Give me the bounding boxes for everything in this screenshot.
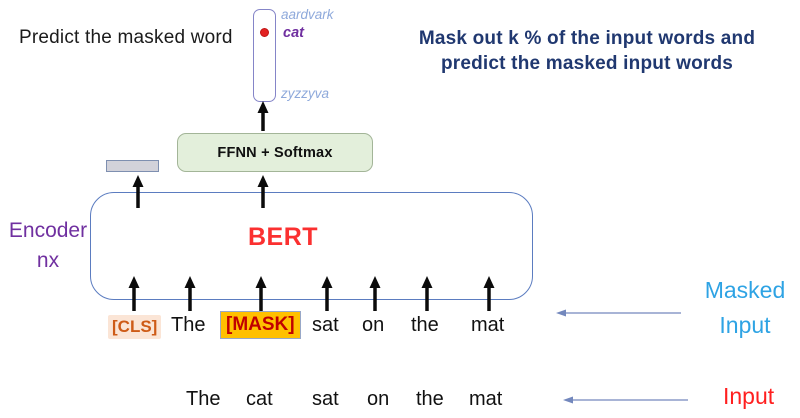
mask-note-line2: predict the masked input words bbox=[440, 53, 734, 74]
input-word-mat: mat bbox=[469, 388, 503, 410]
vocab-word-predicted: cat bbox=[283, 25, 304, 41]
predict-caption: Predict the masked word bbox=[19, 27, 233, 48]
arrow-left-input bbox=[563, 396, 688, 404]
cls-output-slab bbox=[106, 160, 159, 172]
input-word-sat: sat bbox=[312, 388, 339, 410]
ffnn-softmax-label: FFNN + Softmax bbox=[217, 144, 333, 161]
encoder-label-line1: Encoder bbox=[8, 219, 88, 242]
bert-box bbox=[90, 192, 533, 300]
bert-label: BERT bbox=[248, 223, 319, 251]
input-word-the-1: The bbox=[186, 388, 221, 410]
vocab-word-top: aardvark bbox=[281, 7, 334, 22]
input-label: Input bbox=[723, 383, 775, 409]
arrow-left-masked-input bbox=[556, 309, 681, 317]
encoder-label-line2: nx bbox=[36, 249, 60, 272]
token-the-1: The bbox=[171, 314, 206, 336]
mask-note-line1: Mask out k % of the input words and bbox=[418, 28, 756, 49]
ffnn-softmax-box: FFNN + Softmax bbox=[177, 133, 373, 172]
vocab-word-bottom: zyzzyva bbox=[281, 86, 330, 101]
masked-input-label: Masked Input bbox=[693, 273, 797, 343]
token-the-2: the bbox=[411, 314, 439, 336]
masked-input-label-line2: Input bbox=[719, 312, 771, 338]
encoder-nx-label: Encoder nx bbox=[0, 216, 96, 276]
input-word-cat: cat bbox=[246, 388, 273, 410]
masked-input-label-line1: Masked bbox=[704, 277, 786, 303]
token-on: on bbox=[362, 314, 385, 336]
token-cls: [CLS] bbox=[108, 315, 162, 339]
vocab-output-box bbox=[253, 9, 276, 102]
token-mat: mat bbox=[471, 314, 505, 336]
prediction-dot-icon bbox=[260, 28, 269, 37]
token-sat: sat bbox=[312, 314, 339, 336]
arrow-up-softmax-to-vocab bbox=[257, 101, 269, 131]
token-mask: [MASK] bbox=[220, 311, 301, 339]
input-word-the-2: the bbox=[416, 388, 444, 410]
input-word-on: on bbox=[367, 388, 390, 410]
mask-note: Mask out k % of the input words and pred… bbox=[398, 26, 776, 76]
